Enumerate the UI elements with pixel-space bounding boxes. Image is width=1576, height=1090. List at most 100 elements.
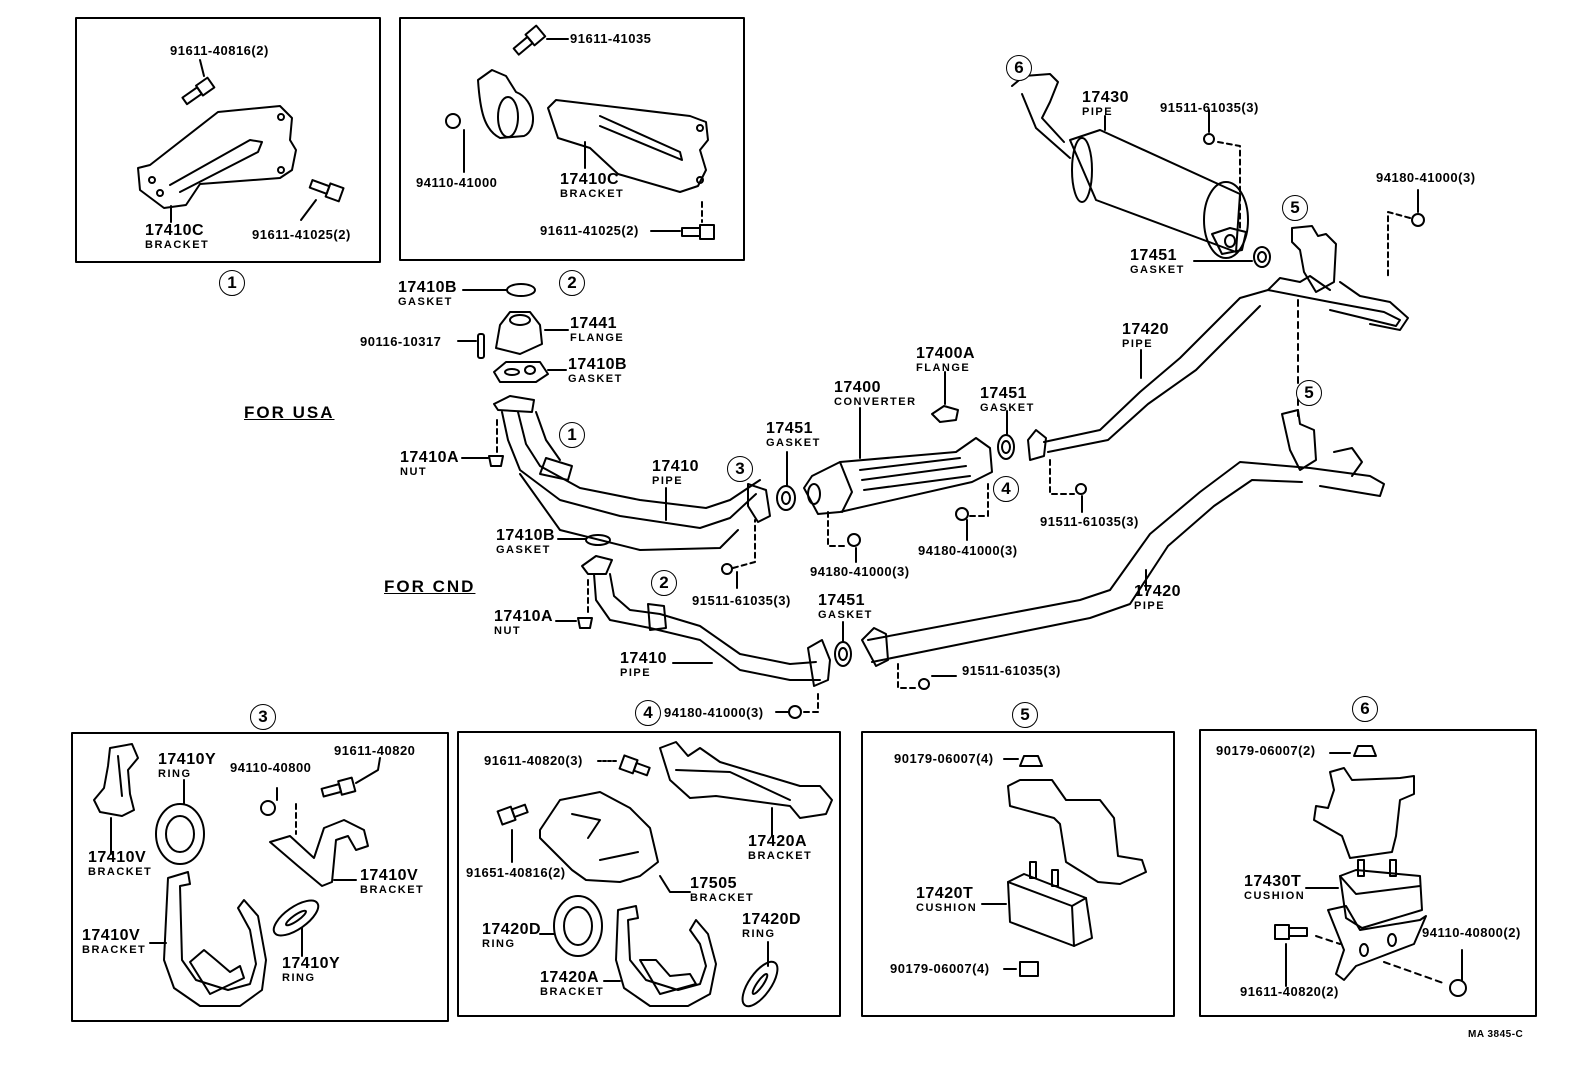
part-number: 17410C xyxy=(145,222,205,239)
hanger-bracket-drawing xyxy=(1007,779,1147,885)
nut-drawing xyxy=(847,533,861,547)
pipe-17420-cnd-drawing xyxy=(867,409,1385,663)
part-label: 94110-40800 xyxy=(230,760,312,775)
bracket-17420a-drawing-top xyxy=(659,741,833,819)
part-name: BRACKET xyxy=(560,188,625,200)
gasket-drawing xyxy=(1253,246,1271,268)
part-label: 91511-61035(3) xyxy=(692,593,791,608)
part-name: CUSHION xyxy=(1244,890,1306,902)
part-name: RING xyxy=(282,972,316,984)
part-number: 17410 xyxy=(652,458,699,475)
pipe-17420-usa-drawing xyxy=(1027,275,1409,461)
nut-drawing xyxy=(445,113,461,129)
part-name: GASKET xyxy=(496,544,551,556)
part-number: 17505 xyxy=(690,875,737,892)
cushion-17430t-drawing xyxy=(1339,859,1423,929)
gasket-17410b-drawing xyxy=(493,361,549,383)
part-number: 17410B xyxy=(568,356,628,373)
part-number: 17451 xyxy=(818,592,865,609)
flange-17400a-drawing xyxy=(931,405,959,423)
part-name: PIPE xyxy=(620,667,652,679)
gasket-drawing xyxy=(997,434,1015,460)
part-number: 17420D xyxy=(742,911,802,928)
part-label: 91651-40816(2) xyxy=(466,865,566,880)
ring-17420d-drawing xyxy=(553,895,603,957)
bolt-drawing xyxy=(1274,924,1308,940)
part-number: 17430 xyxy=(1082,89,1129,106)
part-name: GASKET xyxy=(1130,264,1185,276)
part-name: BRACKET xyxy=(360,884,425,896)
part-name: NUT xyxy=(400,466,428,478)
pipe-17410-usa-drawing xyxy=(493,395,771,551)
part-name: BRACKET xyxy=(88,866,153,878)
part-number: 17410Y xyxy=(158,751,217,768)
part-name: BRACKET xyxy=(540,986,605,998)
nut-drawing xyxy=(1353,745,1377,757)
part-name: CUSHION xyxy=(916,902,978,914)
detail-box-2 xyxy=(399,17,745,261)
part-number: 17410C xyxy=(560,171,620,188)
part-number: 17420 xyxy=(1122,321,1169,338)
callout-3-detail: 3 xyxy=(250,704,276,730)
part-name: BRACKET xyxy=(82,944,147,956)
part-name: BRACKET xyxy=(748,850,813,862)
part-label: 91611-40820(3) xyxy=(484,753,583,768)
bolt-drawing xyxy=(721,563,733,575)
bracket-17410c-drawing-1 xyxy=(137,105,297,209)
gasket-drawing xyxy=(506,283,536,297)
part-number: 17420D xyxy=(482,921,542,938)
part-name: NUT xyxy=(494,625,522,637)
bolt-drawing xyxy=(308,179,345,203)
section-header-cnd: FOR CND xyxy=(384,577,476,596)
part-label: 91611-41035 xyxy=(570,31,652,46)
nut-drawing xyxy=(1019,755,1043,767)
ring-17410y-drawing xyxy=(272,899,320,937)
part-name: GASKET xyxy=(980,402,1035,414)
part-number: 17451 xyxy=(766,420,813,437)
pipe-17410-cnd-drawing xyxy=(581,555,831,687)
part-label: 94180-41000(3) xyxy=(918,543,1018,558)
bolt-drawing xyxy=(1075,483,1087,495)
cushion-17420t-drawing xyxy=(1007,861,1093,947)
callout-4-pipe: 4 xyxy=(635,700,661,726)
nut-drawing xyxy=(1449,979,1467,997)
gasket-drawing xyxy=(776,485,796,511)
hanger-bracket-drawing xyxy=(1313,767,1415,859)
part-label: 94180-41000(3) xyxy=(1376,170,1476,185)
converter-17400-drawing xyxy=(803,437,993,515)
part-number: 17410V xyxy=(82,927,141,944)
part-number: 17420A xyxy=(748,833,808,850)
detail-box-3 xyxy=(71,732,449,1022)
detail-box-1 xyxy=(75,17,381,263)
nut-drawing xyxy=(955,507,969,521)
callout-2-pipe: 2 xyxy=(651,570,677,596)
part-number: 17420 xyxy=(1134,583,1181,600)
bracket-17410c-drawing-2 xyxy=(547,99,709,193)
part-name: CONVERTER xyxy=(834,396,917,408)
part-label: 91611-41025(2) xyxy=(252,227,351,242)
part-name: GASKET xyxy=(766,437,821,449)
part-name: GASKET xyxy=(398,296,453,308)
part-label: 91611-40816(2) xyxy=(170,43,269,58)
bracket-17410v-drawing-b xyxy=(269,819,369,887)
nut-drawing xyxy=(788,705,802,719)
